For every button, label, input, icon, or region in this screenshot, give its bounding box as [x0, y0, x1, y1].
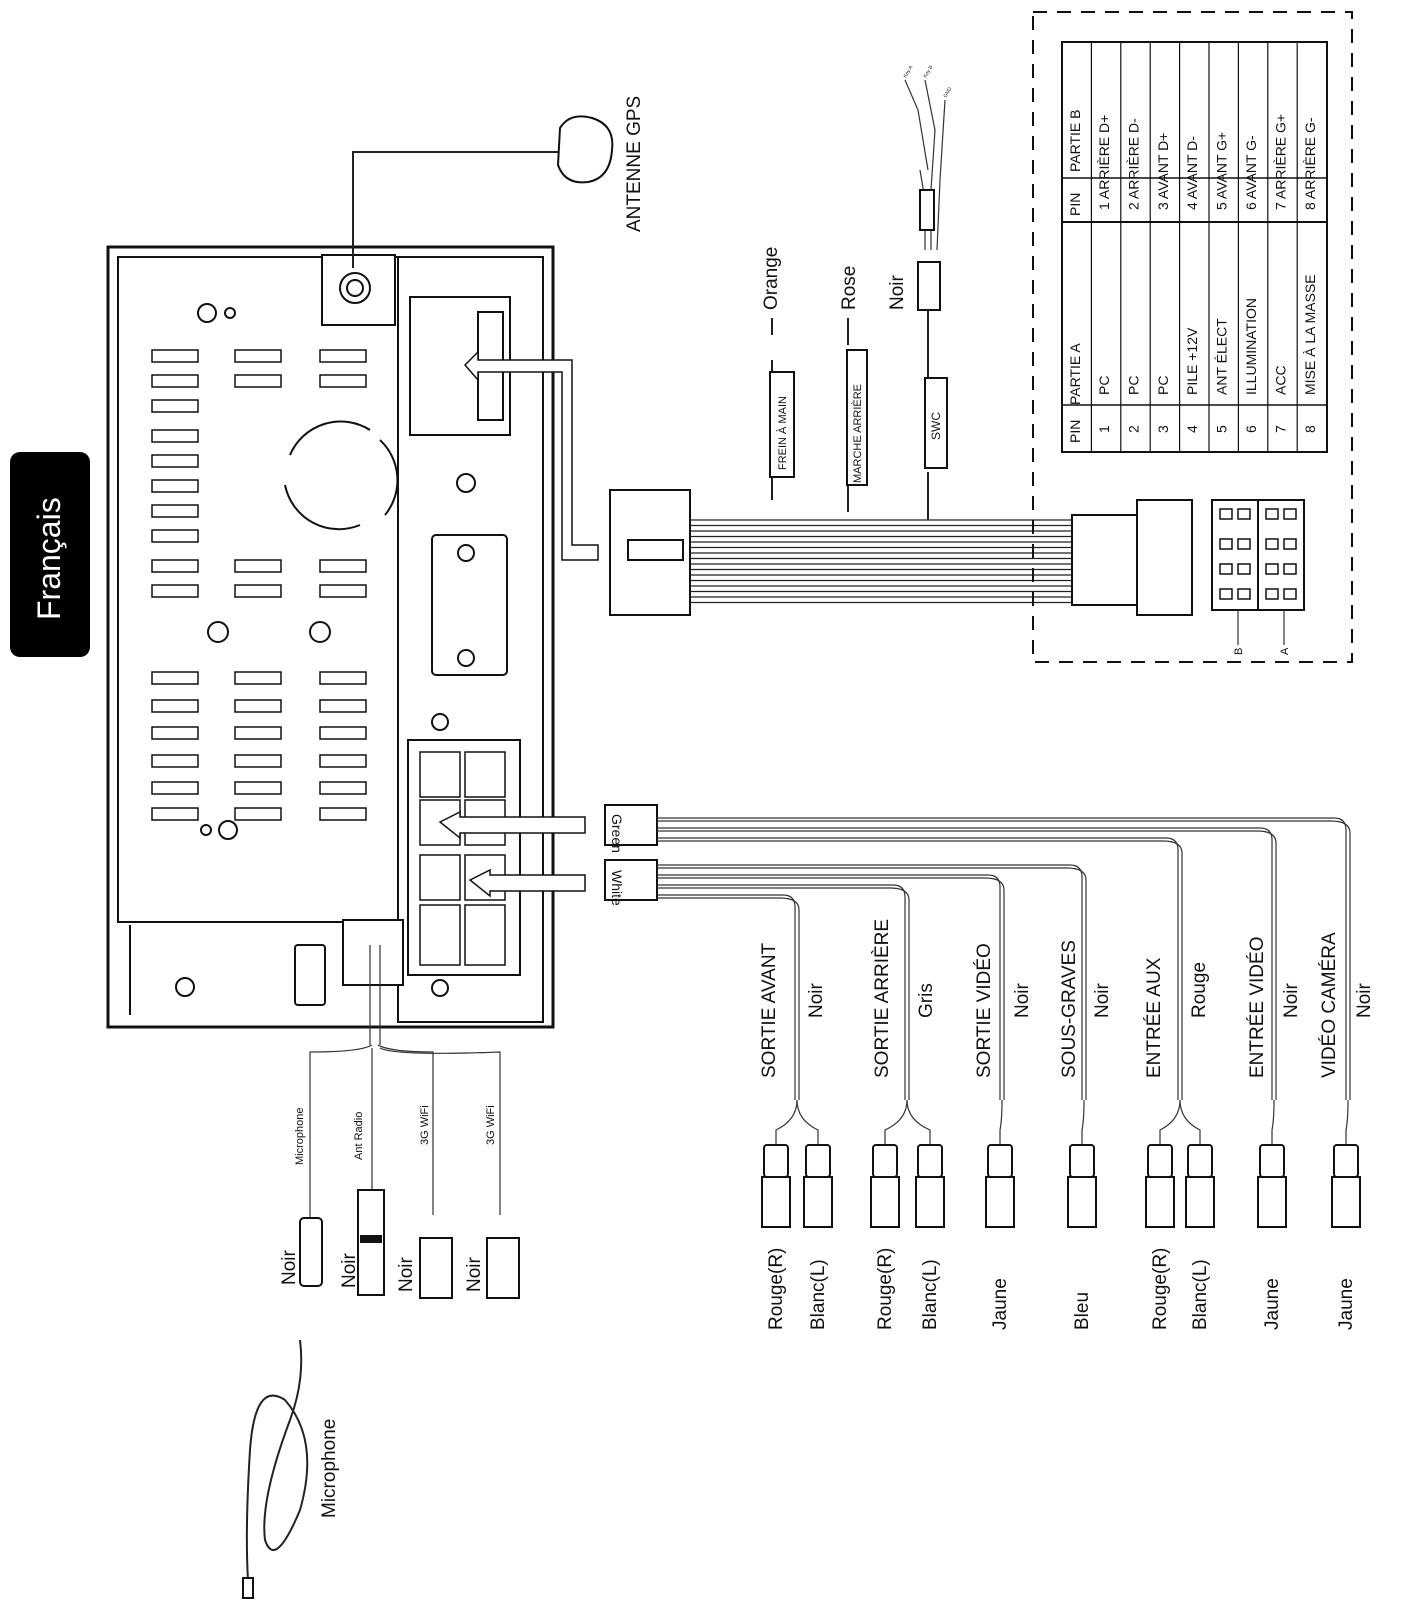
group-title-3: SOUS-GRAVES	[1059, 940, 1080, 1078]
gnd-label: GND	[943, 86, 954, 99]
group-sub-4: Rouge	[1189, 962, 1210, 1018]
table-partie-a-6: ILLUMINATION	[1243, 298, 1259, 395]
tag-white: White	[609, 870, 625, 906]
connector-arrows	[438, 350, 599, 898]
table-partie-b-1: 1 ARRIÈRE D+	[1096, 115, 1112, 210]
table-pin-a-2: 2	[1125, 425, 1141, 433]
group-0-plug-1: Blanc(L)	[808, 1259, 829, 1330]
group-title-4: ENTRÉE AUX	[1144, 957, 1165, 1078]
left-cable-label-2: 3G WiFi	[419, 1105, 431, 1145]
group-4-plug-1: Blanc(L)	[1190, 1259, 1211, 1330]
key-b-label: Key B	[923, 64, 935, 79]
group-sub-0: Noir	[806, 982, 827, 1018]
group-3-plug-0: Bleu	[1072, 1292, 1093, 1330]
group-sub-6: Noir	[1354, 982, 1375, 1018]
table-header-partie-a: PARTIE A	[1067, 343, 1083, 405]
table-pin-a-7: 7	[1272, 425, 1288, 433]
table-partie-b-3: 3 AVANT D+	[1155, 133, 1171, 210]
harness-orange: Orange	[761, 247, 782, 310]
table-partie-b-2: 2 ARRIÈRE D-	[1125, 118, 1141, 210]
left-cable-label-3: 3G WiFi	[485, 1105, 497, 1145]
table-pin-a-6: 6	[1243, 425, 1259, 433]
pin-table	[1061, 41, 1328, 453]
table-partie-a-7: ACC	[1272, 365, 1288, 395]
connector-b-label: B	[1233, 648, 1245, 655]
group-title-1: SORTIE ARRIÈRE	[872, 919, 893, 1078]
table-pin-a-1: 1	[1096, 425, 1112, 433]
microphone-accessory	[242, 1339, 309, 1599]
table-partie-b-6: 6 AVANT G-	[1243, 135, 1259, 210]
table-partie-a-3: PC	[1155, 376, 1171, 395]
group-0-plug-0: Rouge(R)	[766, 1248, 787, 1330]
language-tab-label: Français	[31, 497, 67, 620]
group-1-plug-0: Rouge(R)	[875, 1248, 896, 1330]
table-pin-a-4: 4	[1184, 425, 1200, 433]
table-partie-b-5: 5 AVANT G+	[1214, 132, 1230, 210]
group-title-0: SORTIE AVANT	[759, 942, 780, 1078]
table-partie-a-8: MISE À LA MASSE	[1302, 274, 1318, 395]
table-partie-a-5: ANT ÉLECT	[1214, 318, 1230, 395]
table-pin-a-8: 8	[1302, 425, 1318, 433]
main-harness	[609, 79, 1305, 645]
tag-green: Green	[609, 814, 625, 853]
group-title-5: ENTRÉE VIDÉO	[1247, 937, 1268, 1078]
left-cable-color-2: Noir	[396, 1256, 417, 1292]
table-pin-a-3: 3	[1155, 425, 1171, 433]
head-unit-chassis	[106, 245, 555, 1029]
left-cable-color-0: Noir	[279, 1249, 300, 1285]
frein-a-main-label: FREIN À MAIN	[776, 396, 789, 470]
group-sub-2: Noir	[1012, 982, 1033, 1018]
group-sub-3: Noir	[1092, 982, 1113, 1018]
gps-antenna-label: ANTENNE GPS	[624, 96, 645, 232]
group-6-plug-0: Jaune	[1336, 1278, 1357, 1330]
connector-a-label: A	[1279, 647, 1291, 655]
left-cables	[299, 945, 520, 1299]
group-title-6: VIDÉO CAMÉRA	[1319, 932, 1340, 1078]
table-header-pin-a: PIN	[1067, 420, 1083, 443]
left-cable-color-1: Noir	[339, 1252, 360, 1288]
key-a-label: Key A	[903, 64, 915, 79]
table-pin-a-5: 5	[1214, 425, 1230, 433]
table-partie-a-2: PC	[1125, 376, 1141, 395]
table-partie-b-4: 4 AVANT D-	[1184, 136, 1200, 210]
left-cable-color-3: Noir	[464, 1256, 485, 1292]
table-partie-b-7: 7 ARRIÈRE G+	[1272, 114, 1288, 210]
group-2-plug-0: Jaune	[990, 1278, 1011, 1330]
marche-arriere-label: MARCHE ARRIÈRE	[851, 384, 864, 483]
group-4-plug-0: Rouge(R)	[1150, 1248, 1171, 1330]
table-header-partie-b: PARTIE B	[1067, 109, 1083, 172]
group-sub-5: Noir	[1281, 982, 1302, 1018]
harness-rose: Rose	[839, 266, 860, 310]
group-5-plug-0: Jaune	[1262, 1278, 1283, 1330]
table-header-pin-b: PIN	[1067, 193, 1083, 216]
table-partie-b-8: 8 ARRIÈRE G-	[1302, 117, 1318, 210]
table-partie-a-4: PILE +12V	[1184, 327, 1200, 395]
gps-antenna	[352, 115, 614, 268]
left-cable-label-0: Microphone	[294, 1108, 306, 1165]
av-harness	[604, 804, 1361, 1228]
left-cable-label-1: Ant Radio	[353, 1112, 365, 1160]
table-partie-a-1: PC	[1096, 376, 1112, 395]
language-tab	[10, 452, 90, 657]
iso-dashed-boundary	[1032, 11, 1353, 663]
microphone-label: Microphone	[319, 1419, 340, 1518]
group-sub-1: Gris	[916, 983, 937, 1018]
harness-noir: Noir	[887, 274, 908, 310]
group-1-plug-1: Blanc(L)	[920, 1259, 941, 1330]
group-title-2: SORTIE VIDÉO	[974, 943, 995, 1078]
swc-label: SWC	[929, 412, 943, 440]
